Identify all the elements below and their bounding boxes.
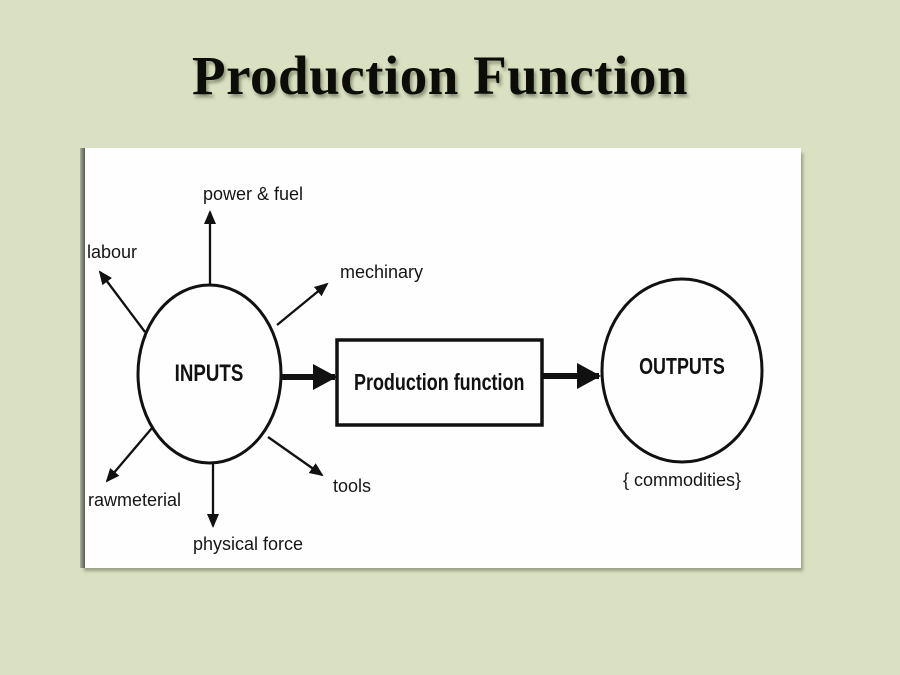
diagram-panel: INPUTS Production function OUTPUTS labou… (80, 148, 801, 568)
arrow-labour (98, 270, 146, 333)
arrow-mechinary (276, 282, 329, 326)
factor-label-labour: labour (87, 242, 138, 262)
panel-left-edge (80, 148, 85, 568)
diagram-shapes (98, 210, 764, 528)
factor-label-tools: tools (333, 476, 372, 496)
process-node: Production function (337, 340, 542, 425)
factor-label-physical-force: physical force (193, 534, 304, 554)
outputs-ellipse (600, 277, 764, 464)
outputs-caption: { commodities} (622, 470, 742, 490)
outputs-label: OUTPUTS (639, 352, 725, 379)
process-box (335, 338, 544, 427)
inputs-label: INPUTS (175, 360, 244, 387)
outputs-node: OUTPUTS (602, 316, 762, 416)
factor-label-rawmeterial: rawmeterial (88, 490, 182, 510)
arrow-rawmeterial (105, 427, 153, 483)
inputs-node: INPUTS (138, 324, 281, 424)
process-label: Production function (354, 369, 525, 395)
slide-title: Production Function (192, 45, 688, 106)
factor-label-power-fuel: power & fuel (203, 184, 304, 204)
factor-label-mechinary: mechinary (340, 262, 424, 282)
arrow-tools (267, 436, 324, 477)
